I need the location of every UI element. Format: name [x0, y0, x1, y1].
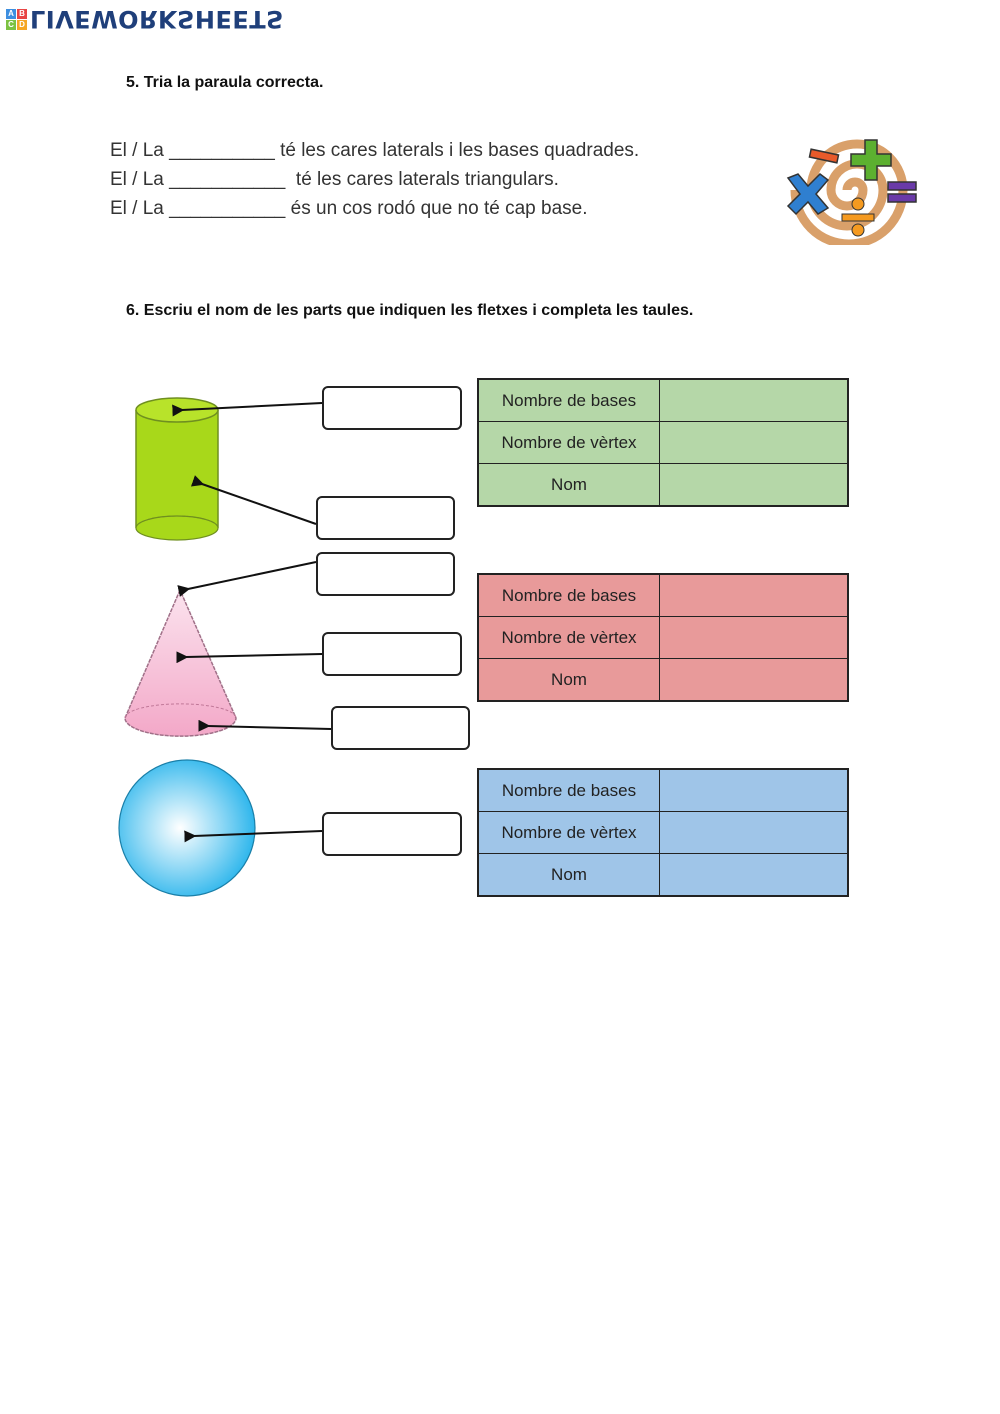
- sphere-shape: [118, 759, 256, 897]
- row-label: Nombre de vèrtex: [477, 616, 660, 659]
- row-label: Nom: [477, 658, 660, 702]
- exercise-5-title: 5. Tria la paraula correcta.: [126, 74, 324, 91]
- cone-table: Nombre de bases Nombre de vèrtex Nom: [477, 573, 849, 702]
- sentence-2: El / La ___________ té les cares lateral…: [110, 169, 559, 190]
- table-row: Nombre de bases: [477, 768, 849, 812]
- sphere-table: Nombre de bases Nombre de vèrtex Nom: [477, 768, 849, 897]
- sphere-surface-answer-box[interactable]: [322, 812, 462, 856]
- vertex-count-input[interactable]: [659, 421, 849, 464]
- sentence-1: El / La __________ té les cares laterals…: [110, 140, 640, 161]
- row-label: Nom: [477, 463, 660, 507]
- vertex-count-input[interactable]: [659, 811, 849, 854]
- table-row: Nombre de vèrtex: [477, 811, 849, 854]
- table-row: Nombre de bases: [477, 573, 849, 617]
- row-label: Nom: [477, 853, 660, 897]
- table-row: Nombre de vèrtex: [477, 616, 849, 659]
- row-label: Nombre de bases: [477, 768, 660, 812]
- row-label: Nombre de bases: [477, 573, 660, 617]
- cylinder-top-answer-box[interactable]: [322, 386, 462, 430]
- table-row: Nombre de bases: [477, 378, 849, 422]
- logo-block: B: [17, 8, 27, 19]
- name-input[interactable]: [659, 463, 849, 507]
- cylinder-lateral-answer-box[interactable]: [316, 496, 455, 540]
- cone-vertex-answer-box[interactable]: [316, 552, 455, 596]
- logo-block: D: [17, 19, 27, 30]
- exercise-6-title: 6. Escriu el nom de les parts que indiqu…: [126, 302, 694, 319]
- logo-block: C: [6, 19, 16, 30]
- name-input[interactable]: [659, 658, 849, 702]
- table-row: Nombre de vèrtex: [477, 421, 849, 464]
- math-operations-icon: [786, 139, 917, 245]
- bases-count-input[interactable]: [659, 573, 849, 617]
- cylinder-shape: [135, 397, 219, 541]
- table-row: Nom: [477, 853, 849, 897]
- vertex-count-input[interactable]: [659, 616, 849, 659]
- logo-block: A: [6, 8, 16, 19]
- cone-lateral-answer-box[interactable]: [322, 632, 462, 676]
- bases-count-input[interactable]: [659, 378, 849, 422]
- row-label: Nombre de bases: [477, 378, 660, 422]
- liveworksheets-logo: A B C D LIVEWORKSHEETS: [6, 5, 284, 33]
- logo-blocks-icon: A B C D: [6, 8, 27, 30]
- row-label: Nombre de vèrtex: [477, 421, 660, 464]
- sentence-3: El / La ___________ és un cos rodó que n…: [110, 198, 588, 219]
- cone-base-answer-box[interactable]: [331, 706, 470, 750]
- row-label: Nombre de vèrtex: [477, 811, 660, 854]
- table-row: Nom: [477, 658, 849, 702]
- table-row: Nom: [477, 463, 849, 507]
- name-input[interactable]: [659, 853, 849, 897]
- cylinder-table: Nombre de bases Nombre de vèrtex Nom: [477, 378, 849, 507]
- bases-count-input[interactable]: [659, 768, 849, 812]
- cone-shape: [124, 588, 237, 737]
